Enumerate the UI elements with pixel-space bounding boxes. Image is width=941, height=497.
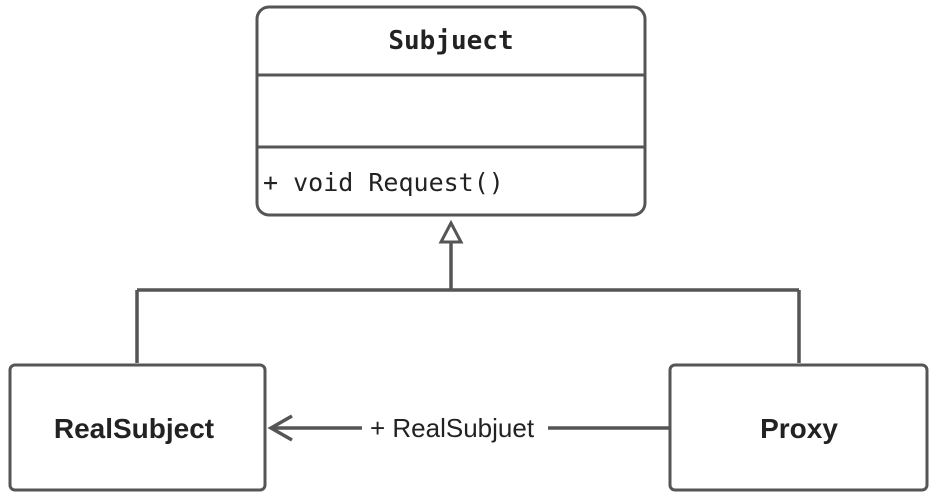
realsubject-class[interactable]: RealSubject xyxy=(8,363,267,492)
generalization-arrow-head-icon xyxy=(438,219,464,244)
proxy-class[interactable]: Proxy xyxy=(668,363,929,492)
realsubject-class-box xyxy=(8,363,267,492)
subject-class-box xyxy=(255,5,647,217)
association-connector: + RealSubjuet xyxy=(267,413,669,443)
proxy-class-box xyxy=(668,363,929,492)
association-label: + RealSubjuet xyxy=(370,413,535,443)
subject-operation-request: + void Request() xyxy=(263,168,504,197)
proxy-class-title: Proxy xyxy=(760,413,838,444)
subject-class-title: Subjuect xyxy=(388,26,513,56)
realsubject-class-title: RealSubject xyxy=(54,413,214,444)
association-arrow-head-icon xyxy=(267,414,293,442)
generalization-connector xyxy=(135,219,801,363)
subject-class[interactable]: Subjuect + void Request() xyxy=(255,5,647,217)
